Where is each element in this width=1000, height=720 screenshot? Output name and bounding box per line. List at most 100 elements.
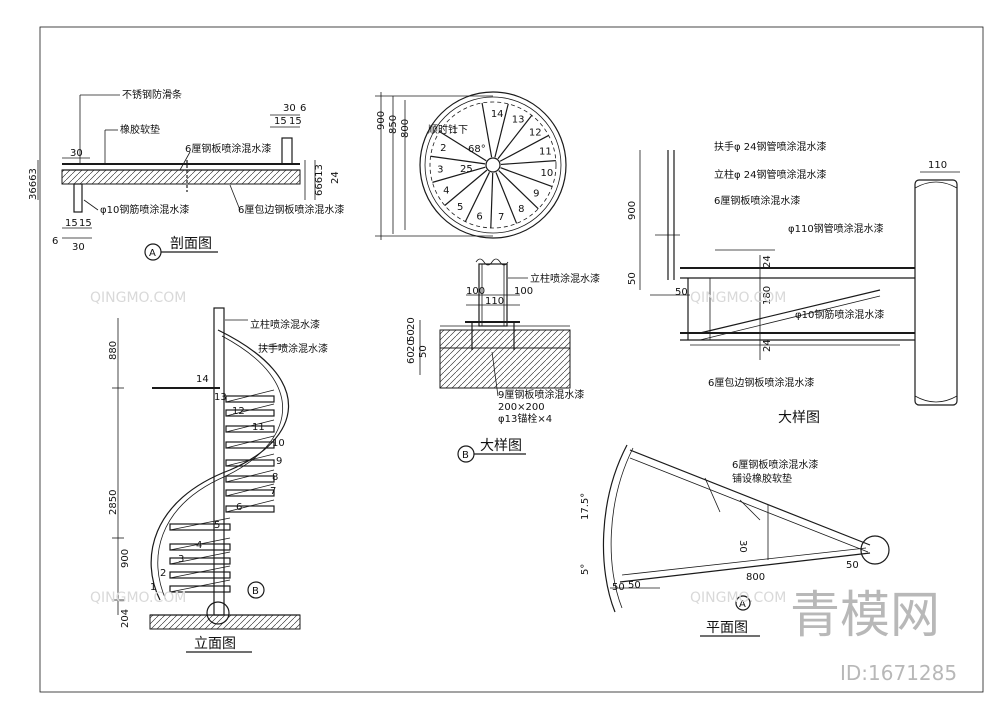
dim-det-24a: 24 <box>762 255 773 268</box>
watermark-en-2: QINGMO.COM <box>690 290 786 306</box>
tread-spoke <box>500 167 553 188</box>
elev-marker-b <box>247 581 265 599</box>
elevation-step-number: 9 <box>276 456 282 467</box>
dim-plan-175: 17.5° <box>580 493 591 520</box>
concrete-slab <box>439 329 571 349</box>
dim-sec-6-bot: 6 <box>52 236 58 247</box>
label-edge-plate-b: 6厘包边钢板喷涂混水漆 <box>708 376 814 389</box>
elevation-tread <box>225 475 275 483</box>
circular-step-number: 1 <box>452 125 458 136</box>
circular-step-number: 4 <box>443 185 449 196</box>
elevation-step-number: 7 <box>270 486 276 497</box>
dim-sec-right-stack: 66613 <box>314 164 325 196</box>
dim-base-50: 50 <box>406 329 417 342</box>
elevation-step-number: 2 <box>160 568 166 579</box>
label-plan-pad: 铺设橡胶软垫 <box>732 472 792 485</box>
dim-det-50b: 50 <box>675 287 688 298</box>
dim-circ-25: 25 <box>460 164 473 175</box>
dim-sec-30-top: 30 <box>283 103 296 114</box>
label-column-paint: 立柱喷涂混水漆 <box>530 272 600 285</box>
dim-det-110: 110 <box>928 160 947 171</box>
label-rubber-pad: 橡胶软垫 <box>120 123 160 136</box>
dim-base-50b: 50 <box>418 345 429 358</box>
watermark-en-1: QINGMO.COM <box>90 290 186 306</box>
dim-base-100a: 100 <box>466 286 485 297</box>
dim-elev-2850: 2850 <box>108 490 119 515</box>
label-plate-size: 200×200 <box>498 402 545 413</box>
tread-section <box>61 169 301 185</box>
dim-base-20: 20 <box>406 317 417 330</box>
ground-layer <box>439 347 571 389</box>
tread-spoke <box>444 169 488 206</box>
tread-spoke <box>481 102 493 158</box>
dim-det-180: 180 <box>762 286 773 305</box>
elevation-tread <box>225 425 275 433</box>
label-clockwise-down: 顺时针下 <box>428 123 468 136</box>
plan-marker-a <box>735 595 751 611</box>
elevation-step-number: 12 <box>232 406 245 417</box>
dim-circ-900: 900 <box>376 111 387 130</box>
tread-spoke <box>464 171 491 222</box>
dim-sec-24: 24 <box>330 171 341 184</box>
tread-spoke <box>500 160 556 166</box>
railing-detail-view: 扶手φ 24钢管喷涂混水漆 立柱φ 24钢管喷涂混水漆 6厘钢板喷涂混水漆 φ1… <box>627 140 960 426</box>
dim-sec-6-top: 6 <box>300 103 306 114</box>
tread-brace <box>225 389 275 403</box>
circular-step-number: 3 <box>437 165 443 176</box>
tread-brace <box>225 453 275 467</box>
tread-brace <box>169 579 231 593</box>
watermark-brand-cn: 青模网 <box>790 586 940 644</box>
tread-spoke <box>495 172 518 224</box>
label-elev-column: 立柱喷涂混水漆 <box>250 318 320 331</box>
plan-title: 平面图 <box>706 620 748 636</box>
watermark-layer: QINGMO.COM QINGMO.COM QINGMO.COM QINGMO.… <box>90 290 957 685</box>
section-view: 不锈钢防滑条 橡胶软垫 6厘钢板喷涂混水漆 φ10钢筋喷涂混水漆 6厘包边钢板喷… <box>28 88 344 261</box>
elevation-step-number: 11 <box>252 422 265 433</box>
dim-elev-900: 900 <box>120 549 131 568</box>
label-post-tube: 立柱φ 24钢管喷涂混水漆 <box>714 168 827 181</box>
label-plate6-b: 6厘钢板喷涂混水漆 <box>714 194 800 207</box>
elevation-tread <box>225 459 275 467</box>
base-detail-view: 立柱喷涂混水漆 100 100 110 20 50 20 60 50 9厘钢板喷… <box>406 258 600 463</box>
dim-sec-15b: 15 <box>289 116 302 127</box>
tread-spoke <box>497 114 533 160</box>
dim-base-60: 60 <box>406 351 417 364</box>
label-anti-slip: 不锈钢防滑条 <box>122 88 182 101</box>
elevation-tread <box>225 489 275 497</box>
section-title: 剖面图 <box>170 236 212 252</box>
dim-plan-50c: 50 <box>846 560 859 571</box>
elevation-step-number: 8 <box>272 472 278 483</box>
tread-spoke <box>432 166 486 183</box>
dim-plan-50a: 50 <box>612 582 625 593</box>
elevation-step-number: 14 <box>196 374 209 385</box>
circular-step-number: 9 <box>533 189 539 200</box>
tread-brace <box>225 483 275 497</box>
elevation-step-number: 10 <box>272 438 285 449</box>
tread-brace <box>225 499 275 513</box>
elev-marker-b-label: B <box>252 586 259 597</box>
circular-step-number: 12 <box>529 128 542 139</box>
tread-spoke <box>494 103 509 158</box>
circular-step-number: 2 <box>440 143 446 154</box>
elevation-step-number: 1 <box>150 582 156 593</box>
elevation-step-number: 5 <box>214 520 220 531</box>
label-plate9: 9厘钢板喷涂混水漆 <box>498 388 584 401</box>
tread-brace <box>169 537 231 551</box>
dim-plan-5: 5° <box>580 564 591 575</box>
label-plate6: 6厘钢板喷涂混水漆 <box>185 142 271 155</box>
dim-elev-880: 880 <box>108 341 119 360</box>
dim-det-900: 900 <box>627 201 638 220</box>
watermark-en-3: QINGMO.COM <box>690 590 786 606</box>
dim-plan-800: 800 <box>746 572 765 583</box>
dim-sec-30-left: 30 <box>70 148 83 159</box>
detail-title: 大样图 <box>778 410 820 426</box>
dim-base-20b: 20 <box>406 339 417 352</box>
circular-step-number: 7 <box>498 212 504 223</box>
tread-brace <box>225 469 275 483</box>
circular-step-number: 14 <box>491 109 504 120</box>
circular-step-number: 11 <box>539 147 552 158</box>
